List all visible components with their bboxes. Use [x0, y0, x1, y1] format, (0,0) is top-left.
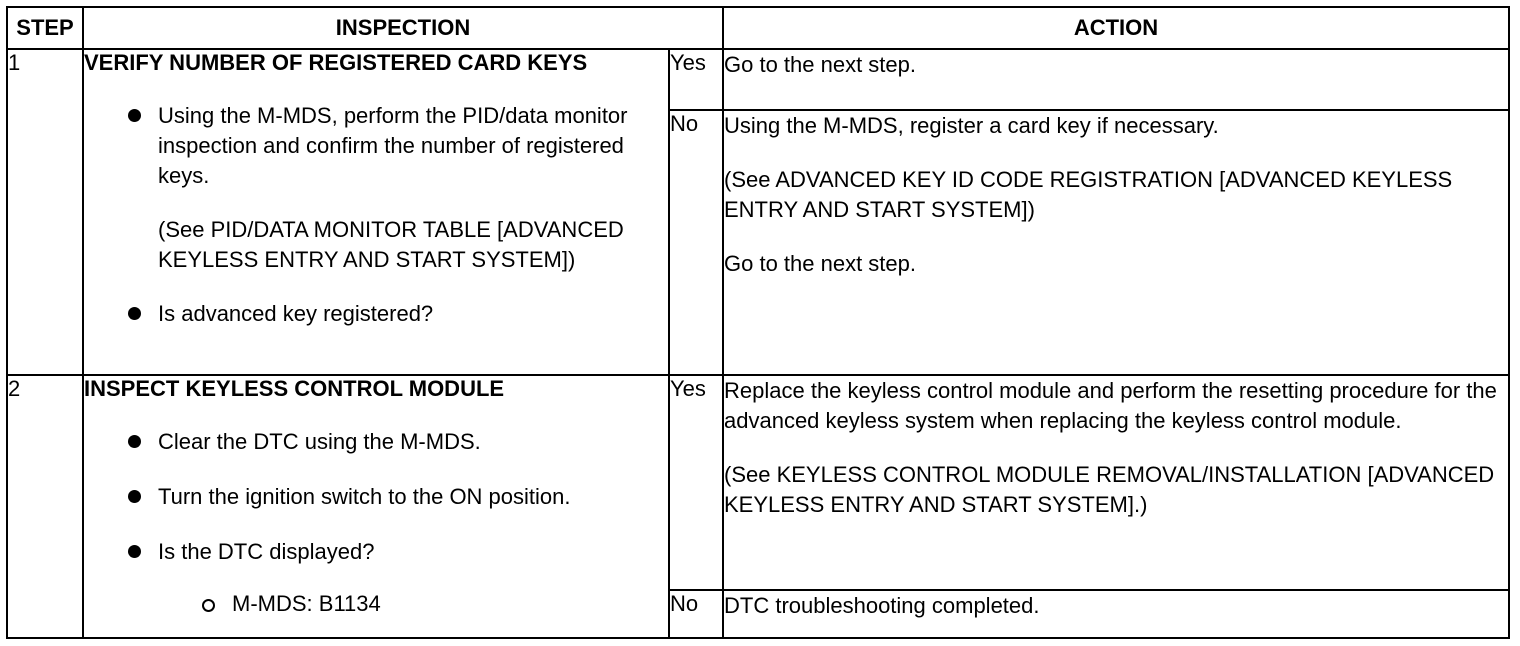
step-2-yes-row: 2 INSPECT KEYLESS CONTROL MODULE Clear t… [6, 374, 1510, 639]
step-1-bullet-1-text: Using the M-MDS, perform the PID/data mo… [158, 103, 628, 188]
troubleshooting-table: STEP INSPECTION ACTION 1 VERIFY NUMBER O… [6, 6, 1510, 639]
step-2-bullet-2-text: Turn the ignition switch to the ON posit… [158, 484, 571, 509]
step-2-title: INSPECT KEYLESS CONTROL MODULE [84, 376, 505, 401]
step-1-yes-action: Go to the next step. [722, 48, 1510, 111]
step-1-no-action-1: Using the M-MDS, register a card key if … [724, 113, 1219, 138]
step-2-no-action-1: DTC troubleshooting completed. [724, 593, 1040, 618]
step-1-no-label: No [668, 109, 724, 376]
step-1-yes-action-1: Go to the next step. [724, 52, 917, 77]
step-2-bullet-list: Clear the DTC using the M-MDS. Turn the … [84, 427, 668, 567]
step-1-no-action: Using the M-MDS, register a card key if … [722, 109, 1510, 376]
sub-bullet-icon [202, 599, 215, 612]
step-2-bullet-1-text: Clear the DTC using the M-MDS. [158, 429, 481, 454]
step-1-yes-row: 1 VERIFY NUMBER OF REGISTERED CARD KEYS … [6, 48, 1510, 376]
step-2-yes-label: Yes [668, 374, 724, 591]
step-1-title: VERIFY NUMBER OF REGISTERED CARD KEYS [84, 50, 588, 75]
step-2-bullet-2: Turn the ignition switch to the ON posit… [84, 482, 668, 512]
table-header-row: STEP INSPECTION ACTION [6, 6, 1510, 50]
bullet-icon [128, 109, 141, 122]
inspection-column-header: INSPECTION [82, 6, 724, 50]
step-1-bullet-1: Using the M-MDS, perform the PID/data mo… [84, 101, 668, 275]
step-2-yes-action-2: (See KEYLESS CONTROL MODULE REMOVAL/INST… [724, 462, 1495, 517]
bullet-icon [128, 490, 141, 503]
step-1-yes-label: Yes [668, 48, 724, 111]
step-2-no-label: No [668, 589, 724, 639]
bullet-icon [128, 307, 141, 320]
action-column-header: ACTION [722, 6, 1510, 50]
step-1-bullet-2: Is advanced key registered? [84, 299, 668, 329]
step-1-bullet-list: Using the M-MDS, perform the PID/data mo… [84, 101, 668, 329]
step-1-number: 1 [6, 48, 84, 376]
step-2-no-row: No DTC troubleshooting completed. [7, 589, 1510, 639]
step-2-bullet-1: Clear the DTC using the M-MDS. [84, 427, 668, 457]
step-1-no-action-3: Go to the next step. [724, 251, 917, 276]
step-2-yes-action: Replace the keyless control module and p… [722, 374, 1510, 591]
step-2-bullet-3: Is the DTC displayed? [84, 537, 668, 567]
step-2-sub-bullet-1-text: M-MDS: B1134 [232, 591, 381, 616]
step-1-no-action-2: (See ADVANCED KEY ID CODE REGISTRATION [… [724, 167, 1453, 222]
bullet-icon [128, 435, 141, 448]
step-2-number: 2 [6, 374, 84, 639]
step-1-no-row: No Using the M-MDS, register a card key … [7, 109, 1510, 376]
step-2-no-action: DTC troubleshooting completed. [722, 589, 1510, 639]
step-1-bullet-2-text: Is advanced key registered? [158, 301, 434, 326]
bullet-icon [128, 545, 141, 558]
step-1-bullet-1-note: (See PID/DATA MONITOR TABLE [ADVANCED KE… [158, 217, 624, 272]
step-2-yes-action-1: Replace the keyless control module and p… [724, 378, 1497, 433]
step-column-header: STEP [6, 6, 84, 50]
step-2-sub-list: M-MDS: B1134 [84, 589, 668, 619]
step-1-inspection: VERIFY NUMBER OF REGISTERED CARD KEYS Us… [82, 48, 670, 376]
step-2-inspection: INSPECT KEYLESS CONTROL MODULE Clear the… [82, 374, 670, 639]
step-2-sub-bullet-1: M-MDS: B1134 [84, 589, 668, 619]
step-2-bullet-3-text: Is the DTC displayed? [158, 539, 375, 564]
